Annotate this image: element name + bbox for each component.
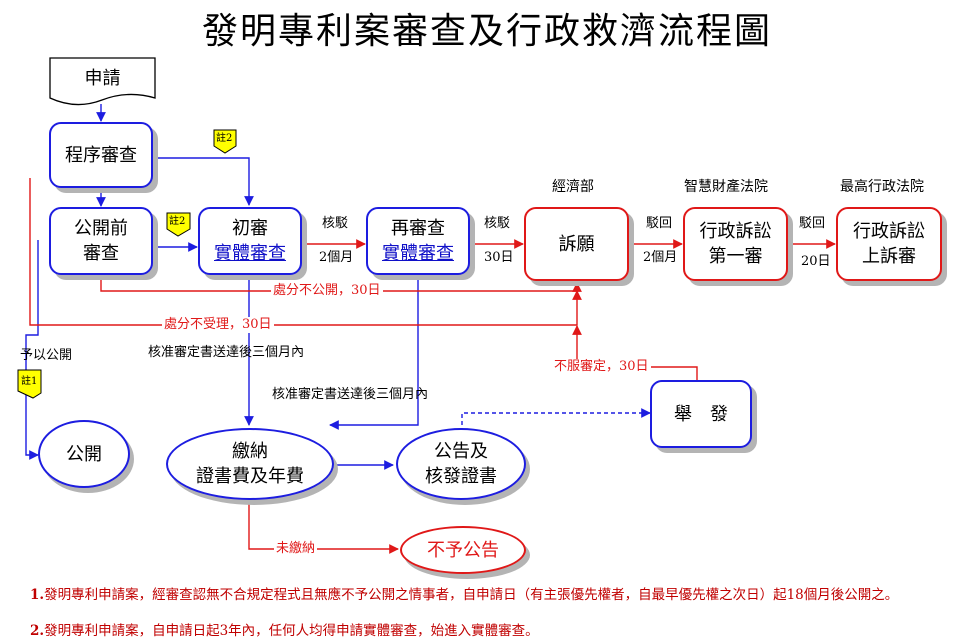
- arrow-not-accept-to-appeal: [29, 178, 582, 326]
- tag-shape-note1: [17, 369, 42, 399]
- dismiss2-days-label: 20日: [801, 254, 831, 269]
- publish-oval: 公開: [38, 420, 130, 488]
- footnote-2-number: 2.: [30, 623, 45, 639]
- disagree-label: 不服審定，30日: [552, 359, 651, 375]
- re-exam-label-1: 再審查: [391, 218, 445, 239]
- pay-fees-label-2: 證書費及年費: [196, 466, 304, 487]
- admin2-label-1: 行政訴訟: [853, 221, 925, 242]
- footnote-1: 1.發明專利申請案，經審查認無不合規定程式且無應不予公開之情事者，自申請日（有主…: [30, 588, 960, 602]
- announce-label-1: 公告及: [434, 441, 488, 462]
- pay-fees-oval: 繳納 證書費及年費: [166, 428, 334, 500]
- procedure-review-box: 程序審查: [49, 122, 153, 188]
- admin1-label-2: 第一審: [708, 246, 763, 267]
- procedure-review-label: 程序審查: [65, 144, 137, 166]
- appeal-box: 訴願: [524, 207, 629, 281]
- not-publish-label: 處分不公開，30日: [271, 283, 383, 299]
- note2-tag-left: 註2: [169, 216, 186, 227]
- announce-label-2: 核發證書: [425, 466, 497, 487]
- unpaid-label: 未繳納: [274, 541, 318, 557]
- apply-box: 申請: [50, 58, 155, 98]
- admin-litigation-first-box: 行政訴訟 第一審: [683, 207, 788, 281]
- footnote-1-text: 發明專利申請案，經審查認無不合規定程式且無應不予公開之情事者，自申請日（有主張優…: [44, 587, 899, 603]
- first-exam-label-2: 實體審查: [214, 243, 286, 264]
- note2-tag-top: 註2: [216, 133, 233, 144]
- not-accept-label: 處分不受理，30日: [162, 317, 274, 333]
- admin2-label-2: 上訴審: [862, 246, 916, 267]
- reject2-days-label: 30日: [484, 250, 514, 265]
- footnote-2: 2.發明專利申請案，自申請日起3年內，任何人均得申請實體審查，始進入實體審查。: [30, 624, 960, 638]
- no-announcement-oval: 不予公告: [400, 526, 526, 574]
- no-announcement-label: 不予公告: [427, 539, 499, 561]
- note1-tag: 註1: [21, 376, 38, 387]
- dismiss1-label: 駁回: [646, 216, 673, 231]
- admin1-label-1: 行政訴訟: [699, 221, 772, 242]
- arrow-announce-to-report: [461, 408, 651, 432]
- approve-first-label: 核准審定書送達後三個月內: [148, 345, 305, 360]
- page-title: 發明專利案審查及行政救濟流程圖: [201, 11, 772, 52]
- apply-label: 申請: [84, 67, 121, 89]
- approve-re-label: 核准審定書送達後三個月內: [272, 387, 429, 402]
- give-publish-label: 予以公開: [20, 348, 73, 363]
- moea-label: 經濟部: [552, 179, 594, 195]
- re-exam-label-2: 實體審查: [382, 243, 454, 264]
- apply-doc-shape: [49, 57, 156, 106]
- reject1-label: 核駁: [322, 216, 349, 231]
- pre-publication-review-box: 公開前 審查: [49, 207, 153, 275]
- re-examination-box: 再審查 實體審查: [366, 207, 470, 275]
- footnote-1-number: 1.: [30, 587, 45, 603]
- reject2-label: 核駁: [484, 216, 511, 231]
- arrow-procedure-to-first: [153, 157, 254, 206]
- invalidation-label: 舉 發: [674, 403, 728, 425]
- publish-label: 公開: [66, 443, 102, 465]
- pre-publication-label-2: 審查: [83, 243, 119, 264]
- arrow-fee-to-no-announce: [248, 500, 399, 554]
- footnote-2-text: 發明專利申請案，自申請日起3年內，任何人均得申請實體審查，始進入實體審查。: [44, 623, 539, 639]
- appeal-label: 訴願: [558, 233, 595, 255]
- arrow-prepub-to-publish: [25, 240, 39, 460]
- admin-litigation-appeal-box: 行政訴訟 上訴審: [836, 207, 942, 281]
- tag-shape-note2-left: [166, 212, 191, 237]
- supreme-court-label: 最高行政法院: [840, 179, 924, 195]
- ip-court-label: 智慧財產法院: [684, 179, 768, 195]
- dismiss2-label: 駁回: [799, 216, 826, 231]
- pay-fees-label-1: 繳納: [232, 441, 268, 462]
- reject1-days-label: 2個月: [319, 250, 354, 265]
- first-examination-box: 初審 實體審查: [198, 207, 302, 275]
- first-exam-label-1: 初審: [232, 218, 268, 239]
- tag-shape-note2-top: [213, 129, 237, 154]
- invalidation-box: 舉 發: [650, 380, 752, 448]
- dismiss1-days-label: 2個月: [643, 250, 678, 265]
- pre-publication-label-1: 公開前: [74, 218, 128, 239]
- announce-oval: 公告及 核發證書: [396, 428, 526, 500]
